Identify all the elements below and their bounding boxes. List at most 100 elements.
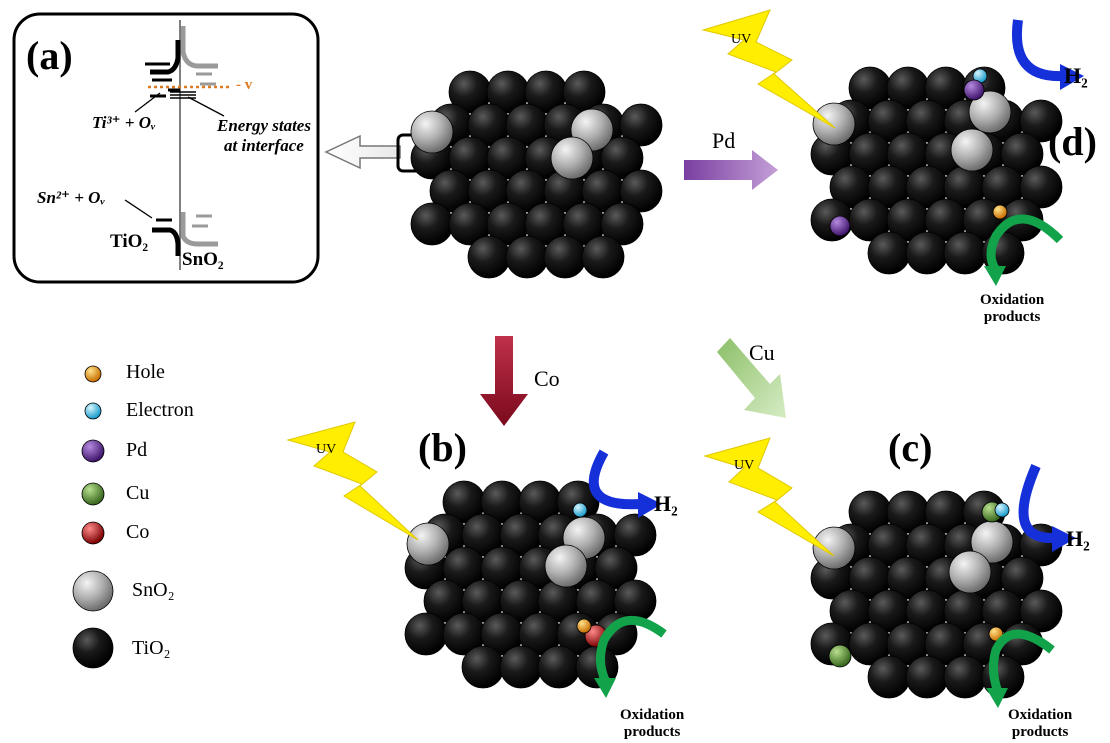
zoom-arrow	[324, 134, 401, 170]
tio2-particle	[537, 645, 581, 689]
panel-d-letter: (d)	[1048, 119, 1097, 164]
sno2-particle	[406, 522, 450, 566]
panel-b-letter: (b)	[418, 425, 467, 470]
legend-label-co: Co	[126, 521, 150, 543]
cu-arrow-label: Cu	[749, 340, 775, 365]
tio2-particle	[905, 231, 949, 275]
cu-particle	[828, 644, 852, 668]
panel-c-letter: (c)	[888, 425, 933, 470]
uv-bolt-d	[701, 9, 836, 129]
tio2-particle	[404, 612, 448, 656]
tio2-particle	[461, 645, 505, 689]
legend-label-hole: Hole	[126, 361, 165, 383]
ti3-ov-label: Ti³⁺ + Oᵥ	[92, 113, 156, 132]
sn2-ov-label: Sn²⁺ + Oᵥ	[37, 188, 105, 207]
co-arrow	[480, 336, 528, 426]
cu-arrow	[717, 338, 786, 418]
legend-label-pd: Pd	[126, 439, 148, 461]
tio2-particle	[600, 202, 644, 246]
legend-icons	[72, 365, 114, 669]
nanoparticle-cluster-cu	[810, 490, 1063, 699]
pd-arrow	[684, 150, 778, 190]
tio2-particle	[499, 645, 543, 689]
h2-arrow-c	[1018, 464, 1076, 552]
legend-swatch-tio2	[72, 627, 114, 669]
sno2-particle	[950, 128, 994, 172]
oxidation-line1: Oxidation	[1008, 707, 1073, 723]
fermi-v-label: - v	[236, 77, 253, 93]
panel-a-letter: (a)	[26, 33, 73, 78]
oxidation-arrow-c	[986, 629, 1055, 708]
legend-swatch-sno2	[72, 570, 114, 612]
tio2-particle	[619, 169, 663, 213]
legend-label-cu: Cu	[126, 482, 150, 504]
uv-label-d: UV	[731, 32, 752, 47]
pd-particle	[963, 79, 985, 101]
sno2-particle	[812, 526, 856, 570]
tio2-band-label: TiO₂	[110, 231, 149, 252]
nanoparticle-cluster-co	[404, 480, 657, 689]
oxidation-label-c: Oxidation products	[1008, 707, 1072, 742]
co-arrow-label: Co	[534, 366, 560, 391]
legend-label-sno2: SnO₂	[132, 579, 175, 601]
pd-arrow-label: Pd	[712, 128, 736, 153]
legend-swatch-electron	[84, 402, 102, 420]
hole-particle	[992, 204, 1008, 220]
oxidation-arrow-d	[984, 214, 1064, 286]
tio2-particle	[410, 202, 454, 246]
tio2-particle	[543, 235, 587, 279]
tio2-particle	[619, 103, 663, 147]
tio2-particle	[600, 136, 644, 180]
h2-label-d: H₂	[1064, 63, 1088, 88]
tio2-particle	[943, 655, 987, 699]
uv-bolt-b	[286, 421, 419, 541]
tio2-particle	[613, 513, 657, 557]
sno2-particle	[812, 102, 856, 146]
sno2-particle	[948, 550, 992, 594]
legend-label-electron: Electron	[126, 399, 194, 421]
uv-label-b: UV	[316, 442, 337, 457]
uv-bolt-c	[703, 437, 835, 557]
tio2-particle	[867, 231, 911, 275]
electron-particle	[572, 502, 588, 518]
tio2-particle	[1000, 132, 1044, 176]
sno2-particle	[968, 90, 1012, 134]
legend-swatch-cu	[81, 482, 105, 506]
h2-label-c: H₂	[1066, 526, 1090, 551]
sno2-particle	[550, 136, 594, 180]
sno2-particle	[544, 544, 588, 588]
h2-label-b: H₂	[654, 491, 678, 516]
h2-arrow-b	[588, 449, 662, 518]
oxidation-line2: products	[983, 309, 1041, 326]
nanoparticle-cluster-center	[410, 70, 663, 279]
legend-swatch-hole	[84, 365, 102, 383]
hole-particle	[576, 618, 592, 634]
sno2-particle	[410, 110, 454, 154]
tio2-particle	[594, 546, 638, 590]
tio2-particle	[1000, 556, 1044, 600]
legend-label-tio2: TiO₂	[132, 637, 171, 659]
legend-swatch-co	[81, 521, 105, 545]
sno2-cb	[180, 26, 218, 69]
tio2-particle	[581, 235, 625, 279]
electron-particle	[994, 502, 1010, 518]
oxidation-label-d: Oxidation products	[980, 292, 1044, 327]
oxidation-arrow-b	[594, 615, 667, 698]
tio2-particle	[1019, 99, 1063, 143]
oxidation-label-b: Oxidation products	[620, 707, 684, 742]
tio2-particle	[505, 235, 549, 279]
tio2-particle	[1019, 589, 1063, 633]
oxidation-line2: products	[1011, 724, 1069, 741]
band-diagram-frame	[12, 12, 320, 284]
energy-states-label: Energy states	[217, 116, 311, 135]
tio2-particle	[1019, 165, 1063, 209]
sno2-vb	[180, 212, 218, 247]
tio2-particle	[867, 655, 911, 699]
tio2-vb	[152, 227, 181, 256]
tio2-cb	[150, 40, 181, 75]
oxidation-line1: Oxidation	[980, 292, 1045, 308]
pd-particle	[829, 215, 851, 237]
h2-arrow-d	[1012, 19, 1084, 90]
